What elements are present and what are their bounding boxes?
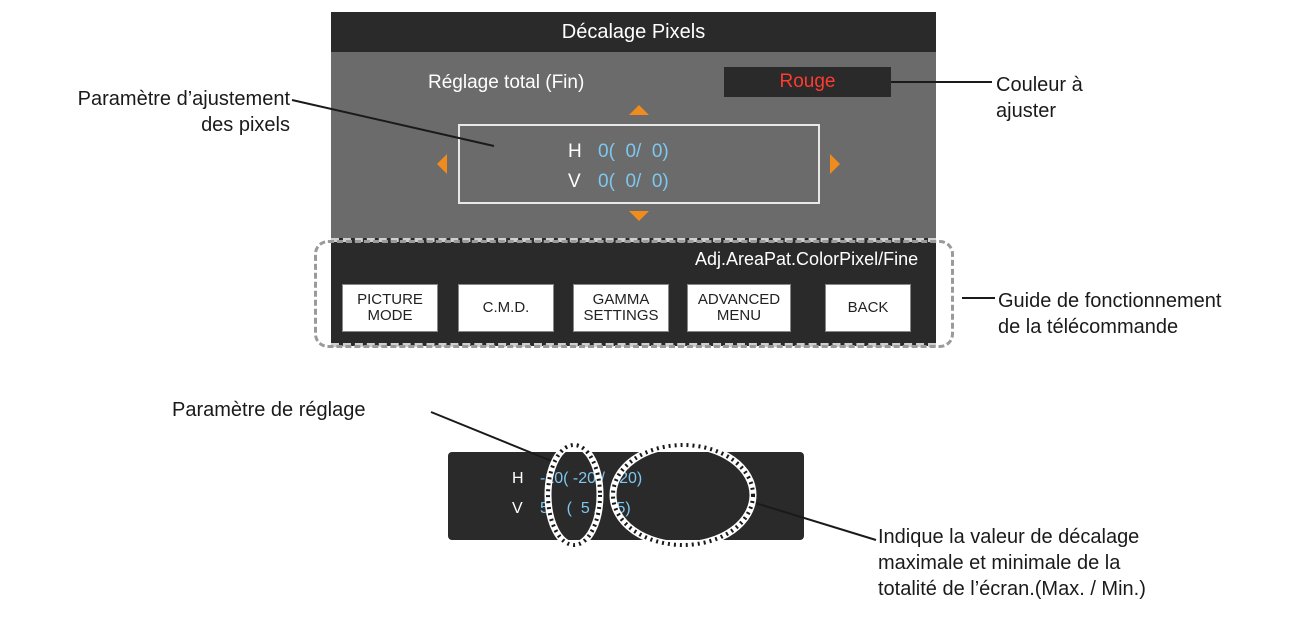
h-value: 0( 0/ 0) bbox=[598, 141, 669, 162]
arrow-down-icon[interactable] bbox=[629, 211, 649, 221]
osd-subtitle: Réglage total (Fin) bbox=[428, 72, 585, 93]
guide-text: Adj.AreaPat.ColorPixel/Fine bbox=[695, 249, 919, 269]
annotation-guide: Guide de fonctionnement de la télécomman… bbox=[998, 288, 1222, 340]
osd-title: Décalage Pixels bbox=[561, 20, 706, 43]
arrow-up-icon[interactable] bbox=[629, 105, 649, 115]
button-label-line2: MENU bbox=[716, 307, 762, 324]
color-value: Rouge bbox=[779, 71, 836, 92]
h-row: H 0( 0/ 0) bbox=[460, 141, 818, 163]
annotation-range: Indique la valeur de décalage maximale e… bbox=[878, 524, 1146, 602]
guide-highlight-outline bbox=[314, 240, 954, 348]
leader-pixel-param bbox=[291, 99, 495, 147]
pixel-adjust-box[interactable]: H 0( 0/ 0) V 0( 0/ 0) bbox=[458, 124, 820, 204]
annotation-line: ajuster bbox=[996, 100, 1057, 122]
annotation-line: totalité de l’écran.(Max. / Min.) bbox=[878, 578, 1146, 600]
annotation-line: Couleur à bbox=[996, 74, 1083, 96]
cmd-button[interactable]: C.M.D. bbox=[458, 284, 554, 332]
v-value: 0( 0/ 0) bbox=[598, 171, 669, 192]
arrow-right-icon[interactable] bbox=[830, 154, 840, 174]
v-label: V bbox=[568, 171, 581, 192]
arrow-left-icon[interactable] bbox=[437, 154, 447, 174]
range-ellipse bbox=[611, 443, 755, 547]
leader-range bbox=[751, 501, 877, 541]
annotation-line: des pixels bbox=[201, 114, 290, 136]
color-selector[interactable]: Rouge bbox=[724, 67, 891, 97]
button-label-line2: SETTINGS bbox=[583, 307, 659, 324]
annotation-setting-param: Paramètre de réglage bbox=[172, 399, 366, 421]
setting-ellipse bbox=[546, 443, 602, 547]
v-row: V 0( 0/ 0) bbox=[460, 171, 818, 193]
h-label: H bbox=[568, 141, 582, 162]
annotation-line: Guide de fonctionnement bbox=[998, 290, 1222, 312]
example-h-label: H bbox=[512, 470, 524, 487]
button-label-line1: GAMMA bbox=[592, 291, 650, 308]
annotation-color: Couleur à ajuster bbox=[996, 72, 1083, 124]
annotation-line: maximale et minimale de la bbox=[878, 552, 1121, 574]
example-v-label: V bbox=[512, 500, 523, 517]
annotation-line: Indique la valeur de décalage bbox=[878, 526, 1140, 548]
button-label-line1: PICTURE bbox=[357, 291, 423, 308]
button-label-line1: BACK bbox=[847, 299, 889, 316]
osd-title-bar: Décalage Pixels bbox=[331, 12, 936, 52]
leader-setting-param bbox=[430, 411, 555, 463]
annotation-line: de la télécommande bbox=[998, 316, 1179, 338]
button-label-line1: ADVANCED bbox=[697, 291, 781, 308]
back-button[interactable]: BACK bbox=[825, 284, 911, 332]
button-label-line2: MODE bbox=[367, 307, 413, 324]
annotation-pixel-param: Paramètre d’ajustement des pixels bbox=[8, 86, 290, 138]
annotation-line: Paramètre d’ajustement bbox=[77, 88, 290, 110]
button-label-line1: C.M.D. bbox=[482, 299, 530, 316]
